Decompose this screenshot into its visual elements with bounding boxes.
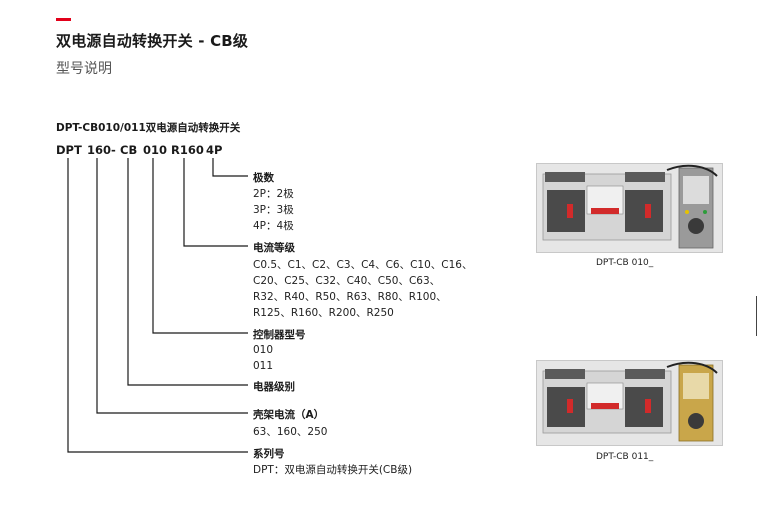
series-value: DPT：双电源自动转换开关(CB级): [253, 464, 413, 476]
connector-series: [67, 158, 248, 453]
current-rating-label: 电流等级: [253, 242, 295, 254]
connector-current: [183, 158, 248, 247]
poles-value-2p: 2P：2极: [253, 188, 294, 200]
code-seg-poles: 4P: [206, 143, 223, 157]
code-seg-dash: -: [111, 143, 116, 157]
current-rating-line-1: C0.5、C1、C2、C3、C4、C6、C10、C16、: [253, 259, 473, 271]
code-seg-current: R160: [171, 143, 204, 157]
connector-poles: [212, 158, 248, 177]
controller-value-011: 011: [253, 360, 274, 372]
current-rating-line-3: R32、R40、R50、R63、R80、R100、: [253, 291, 447, 303]
page-subtitle: 型号说明: [56, 61, 112, 77]
connector-frame: [96, 158, 248, 414]
current-rating-line-4: R125、R160、R200、R250: [253, 307, 394, 319]
page-title: 双电源自动转换开关 - CB级: [56, 32, 249, 50]
code-seg-frame: 160: [87, 143, 112, 157]
accent-bar: [56, 18, 71, 21]
controller-label: 控制器型号: [253, 329, 306, 341]
section-heading: DPT-CB010/011双电源自动转换开关: [56, 122, 241, 134]
poles-value-3p: 3P：3极: [253, 204, 294, 216]
transfer-switch-illustration: [537, 361, 722, 445]
poles-label: 极数: [253, 172, 274, 184]
connector-class: [127, 158, 248, 386]
class-label: 电器级别: [253, 381, 295, 393]
frame-current-value: 63、160、250: [253, 426, 328, 438]
product-caption-010: DPT-CB 010_: [596, 258, 654, 268]
product-image-011: [536, 360, 723, 446]
connector-controller: [152, 158, 248, 334]
product-image-010: [536, 163, 723, 253]
page-edge-mark: [756, 296, 757, 336]
series-label: 系列号: [253, 448, 285, 460]
poles-value-4p: 4P：4极: [253, 220, 294, 232]
frame-current-label: 壳架电流（A）: [253, 409, 325, 421]
transfer-switch-illustration: [537, 164, 722, 252]
code-seg-class: CB: [120, 143, 138, 157]
code-seg-series: DPT: [56, 143, 82, 157]
product-caption-011: DPT-CB 011_: [596, 452, 654, 462]
code-seg-controller: 010: [143, 143, 168, 157]
current-rating-line-2: C20、C25、C32、C40、C50、C63、: [253, 275, 441, 287]
controller-value-010: 010: [253, 344, 274, 356]
